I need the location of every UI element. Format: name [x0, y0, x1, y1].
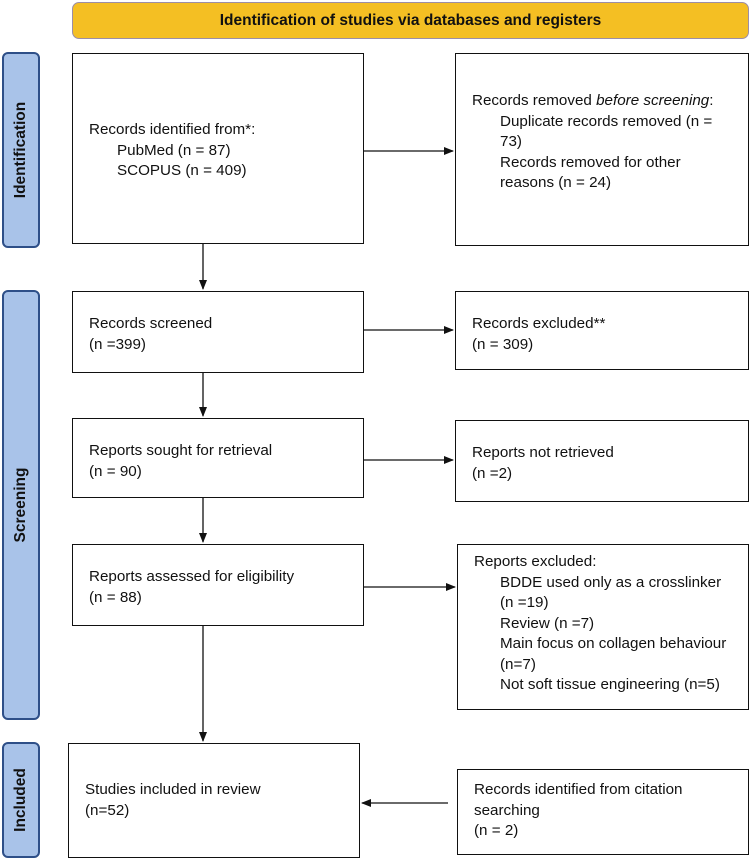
- records-identified-box: Records identified from*: PubMed (n = 87…: [72, 53, 364, 244]
- records-removed-title-italic: before screening: [596, 92, 710, 109]
- reports-assessed-label: Reports assessed for eligibility: [89, 568, 295, 585]
- reports-excluded-box: Reports excluded: BDDE used only as a cr…: [457, 544, 749, 710]
- reports-sought-label: Reports sought for retrieval: [89, 442, 273, 459]
- phase-identification: Identification: [2, 52, 40, 248]
- reports-not-retrieved-label: Reports not retrieved: [472, 444, 614, 461]
- reports-sought-count: (n = 90): [89, 462, 142, 480]
- records-removed-box: Records removed before screening: Duplic…: [455, 53, 749, 246]
- reports-assessed-box: Reports assessed for eligibility (n = 88…: [72, 544, 364, 626]
- citation-search-label: Records identified from citation searchi…: [474, 781, 683, 819]
- studies-included-box: Studies included in review (n=52): [68, 743, 360, 858]
- records-screened-label: Records screened: [89, 315, 213, 332]
- records-screened-count: (n =399): [89, 335, 146, 353]
- reports-sought-box: Reports sought for retrieval (n = 90): [72, 418, 364, 498]
- records-removed-title-suffix: :: [709, 92, 714, 109]
- reports-not-retrieved-box: Reports not retrieved (n =2): [455, 420, 749, 502]
- records-identified-title: Records identified from*:: [89, 121, 256, 138]
- records-removed-title: Records removed before screening:: [472, 91, 734, 112]
- reports-excluded-review: Review (n =7): [500, 614, 595, 632]
- studies-included-label: Studies included in review: [85, 781, 261, 798]
- citation-search-count: (n = 2): [474, 822, 519, 839]
- records-excluded-box: Records excluded** (n = 309): [455, 291, 749, 370]
- records-identified-scopus: SCOPUS (n = 409): [117, 162, 247, 179]
- reports-excluded-crosslinker: BDDE used only as a crosslinker (n =19): [500, 573, 722, 612]
- phase-included: Included: [2, 742, 40, 858]
- phase-screening: Screening: [2, 290, 40, 720]
- header-banner: Identification of studies via databases …: [72, 2, 749, 39]
- records-screened-box: Records screened (n =399): [72, 291, 364, 373]
- records-removed-duplicates: Duplicate records removed (n = 73): [500, 112, 713, 151]
- header-title: Identification of studies via databases …: [219, 11, 602, 29]
- reports-assessed-count: (n = 88): [89, 588, 142, 606]
- records-excluded-count: (n = 309): [472, 335, 534, 353]
- records-removed-title-prefix: Records removed: [472, 92, 597, 109]
- reports-excluded-title: Reports excluded:: [474, 553, 597, 570]
- records-identified-pubmed: PubMed (n = 87): [117, 141, 231, 159]
- records-excluded-label: Records excluded**: [472, 315, 606, 332]
- records-removed-other: Records removed for other reasons (n = 2…: [500, 153, 681, 192]
- reports-excluded-not-soft-tissue: Not soft tissue engineering (n=5): [500, 676, 720, 693]
- reports-not-retrieved-count: (n =2): [472, 464, 513, 482]
- citation-search-box: Records identified from citation searchi…: [457, 769, 749, 855]
- studies-included-count: (n=52): [85, 801, 130, 819]
- reports-excluded-collagen: Main focus on collagen behaviour (n=7): [500, 635, 727, 673]
